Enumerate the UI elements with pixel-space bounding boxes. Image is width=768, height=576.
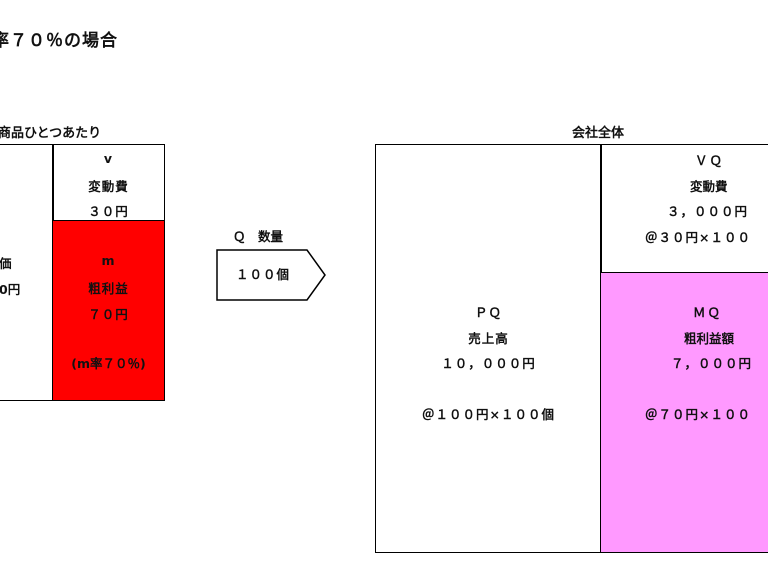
variable-cost-cell: v 変動費 ３０円 — [52, 144, 165, 222]
m-ratio: (m率７０％) — [71, 356, 146, 371]
pq-value: １０，０００円 — [441, 356, 536, 371]
unit-price-label: 価 — [0, 256, 12, 271]
quantity-label: Ｑ 数量 — [233, 229, 284, 244]
unit-price-cell: 価 0円 — [0, 144, 54, 401]
v-symbol: v — [103, 151, 114, 166]
vq-formula: ＠３０円×１００ — [645, 230, 751, 245]
v-label: 変動費 — [88, 179, 129, 194]
total-variable-cost-cell: ＶＱ 変動費 ３，０００円 ＠３０円×１００ — [600, 144, 768, 274]
mq-formula: ＠７０円×１００ — [645, 407, 751, 422]
total-margin-cell: ＭＱ 粗利益額 ７，０００円 ＠７０円×１００ — [600, 272, 768, 553]
m-label: 粗利益 — [88, 281, 129, 296]
margin-cell: m 粗利益 ７０円 (m率７０％) — [52, 220, 165, 401]
pq-label: 売上高 — [468, 331, 509, 346]
company-section-heading: 会社全体 — [572, 126, 625, 141]
mq-label: 粗利益額 — [684, 331, 735, 346]
unit-price-value: 0円 — [0, 282, 21, 297]
quantity-arrow-shape — [216, 249, 326, 301]
m-symbol: m — [101, 253, 116, 268]
vq-label: 変動費 — [690, 179, 728, 194]
vq-symbol: ＶＱ — [695, 153, 725, 168]
page-title: 率７０％の場合 — [0, 31, 118, 51]
unit-section-heading: 商品ひとつあたり — [0, 126, 102, 141]
vq-value: ３，０００円 — [667, 204, 749, 219]
pq-formula: ＠１００円×１００個 — [422, 407, 555, 422]
pq-symbol: ＰＱ — [474, 305, 502, 320]
v-value: ３０円 — [88, 204, 129, 219]
mq-symbol: ＭＱ — [693, 305, 723, 320]
sales-cell: ＰＱ 売上高 １０，０００円 ＠１００円×１００個 — [375, 144, 602, 553]
mq-value: ７，０００円 — [671, 356, 753, 371]
quantity-value: １００個 — [235, 267, 290, 282]
m-value: ７０円 — [88, 307, 129, 322]
